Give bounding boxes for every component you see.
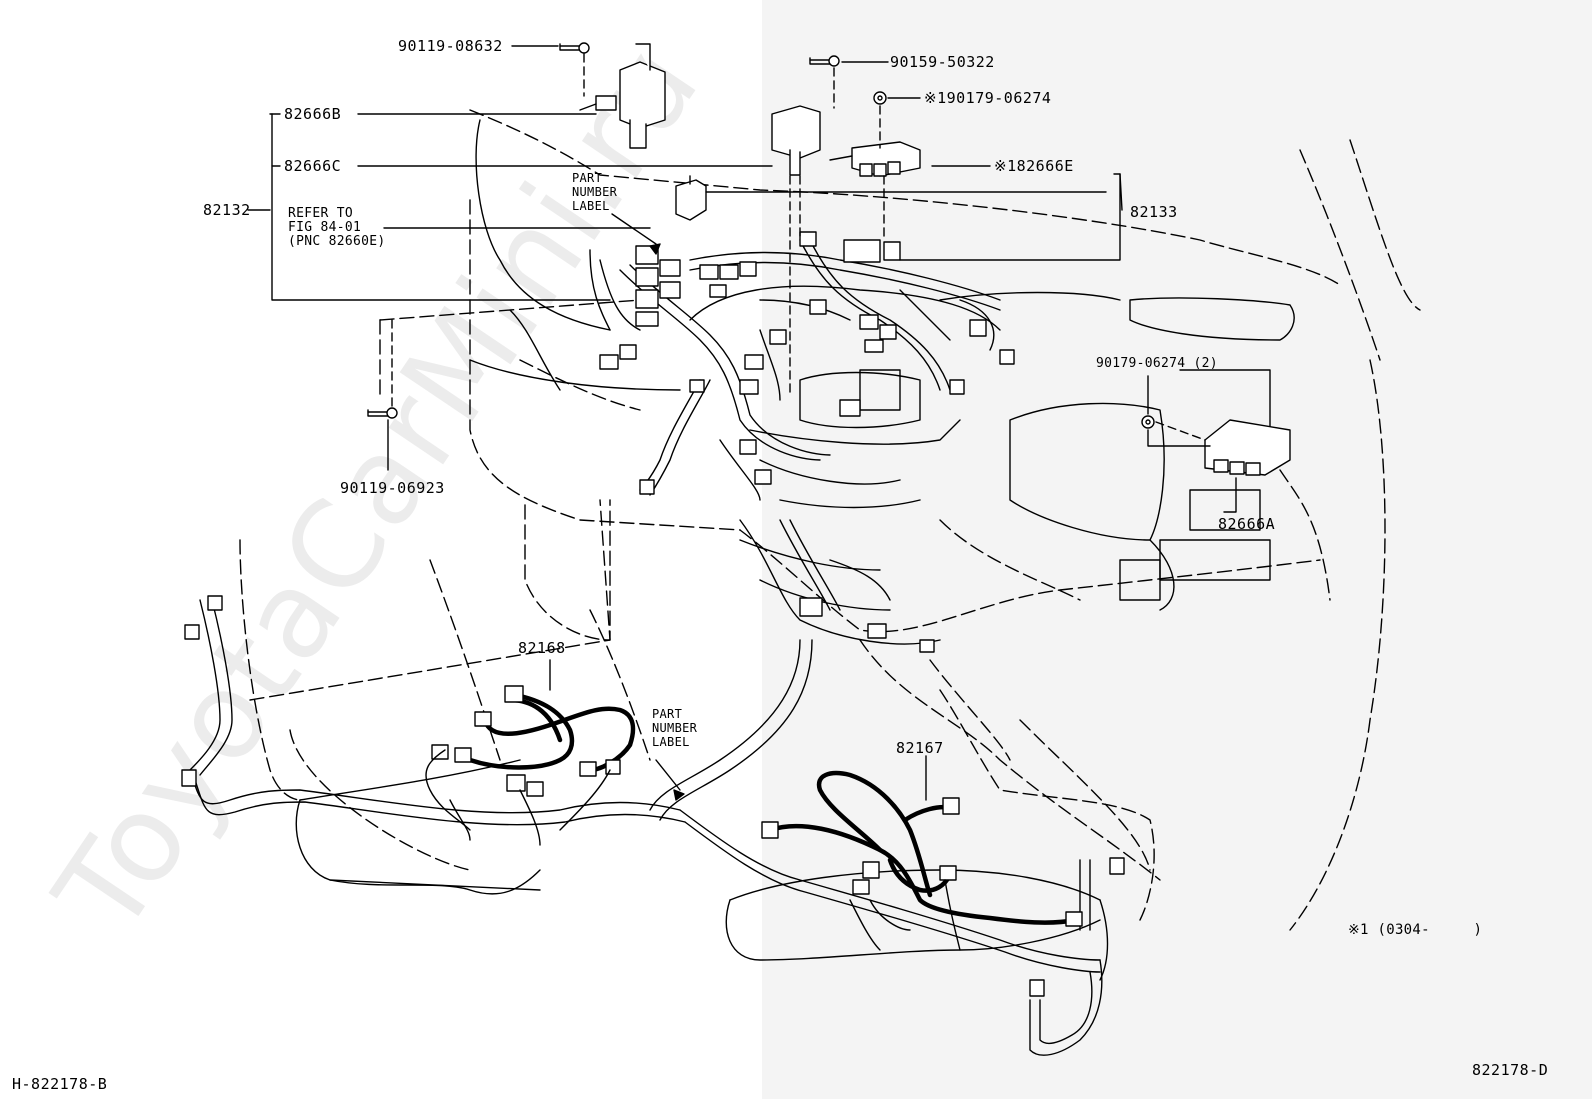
relay-182666E: [829, 141, 921, 177]
part-label-90119-08632: 90119-08632: [398, 37, 503, 55]
leader-lines: [247, 45, 1237, 801]
clip-90179-06274-2: [1141, 415, 1155, 429]
refer-to-line-1: REFER TO: [288, 206, 354, 221]
bolt-90119-06923: [367, 407, 398, 419]
harness-82168: [457, 692, 636, 773]
clip-190179-06274: [873, 91, 887, 105]
harness-82168-connectors: [181, 595, 621, 797]
part-label-82168: 82168: [518, 639, 566, 657]
harness-82167-connectors: [761, 797, 1125, 997]
production-note: ※1 (0304- ): [1348, 922, 1483, 938]
dash-connectors: [599, 231, 1015, 653]
part-label-82132: 82132: [203, 201, 251, 219]
dash-harness: [589, 239, 1001, 611]
left-seat-wires: [425, 749, 611, 846]
part-label-90179-06274-2: 90179-06274 (2): [1096, 356, 1218, 371]
right-seat-wires: [849, 879, 961, 951]
part-label-82133: 82133: [1130, 203, 1178, 221]
part-label-82666A: 82666A: [1218, 515, 1276, 533]
harness-82167: [767, 770, 1078, 925]
label-arrows: [649, 243, 685, 801]
part-label-82167: 82167: [896, 739, 944, 757]
small-relay: [675, 175, 901, 263]
part-number-label-top-3: LABEL: [572, 199, 610, 213]
relay-82666B: [579, 43, 666, 149]
part-label-90159-50322: 90159-50322: [890, 53, 995, 71]
refer-to-line-3: (PNC 82660E): [288, 234, 386, 249]
dashed-leaders: [391, 53, 1206, 441]
junction-block-82666A: [1204, 419, 1291, 476]
dashboard-outline: [249, 109, 1421, 931]
relay-82666C: [771, 105, 821, 176]
refer-to-line-2: FIG 84-01: [288, 220, 362, 235]
part-label-190179-06274: ※190179-06274: [924, 89, 1052, 107]
part-number-label-top-1: PART: [572, 171, 603, 185]
figure-code-left: H-822178-B: [12, 1075, 108, 1093]
part-number-label-bottom-3: LABEL: [652, 735, 690, 749]
bolt-90159-50322: [809, 55, 840, 67]
part-number-label-bottom-1: PART: [652, 707, 683, 721]
right-panel-background: [762, 0, 1592, 1099]
part-number-label-bottom-2: NUMBER: [652, 721, 698, 735]
left-seat: [239, 539, 541, 895]
bolt-90119-08632: [559, 42, 590, 54]
part-number-label-top-2: NUMBER: [572, 185, 618, 199]
part-label-182666E: ※182666E: [994, 157, 1074, 175]
main-harness: [189, 599, 1103, 1056]
part-label-82666B: 82666B: [284, 105, 342, 123]
figure-code-right: 822178-D: [1472, 1061, 1549, 1079]
part-label-82666C: 82666C: [284, 157, 342, 175]
part-label-90119-06923: 90119-06923: [340, 479, 445, 497]
